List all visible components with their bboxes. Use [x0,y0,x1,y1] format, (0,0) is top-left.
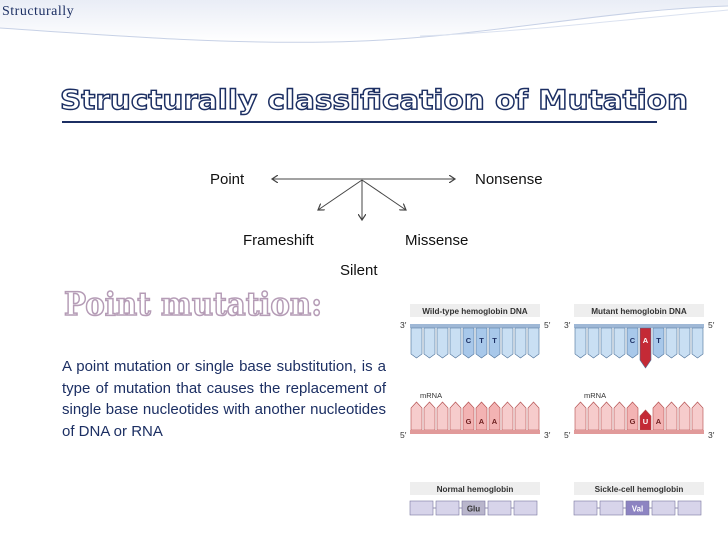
dna-base: C [466,336,472,345]
dna-base: T [479,336,484,345]
dna-base: C [630,336,636,345]
class-frameshift: Frameshift [243,232,314,249]
main-title-text: Structurally classification of Mutation [60,85,688,116]
mrna-base: G [630,417,636,426]
dna-base: A [643,336,649,345]
arrow-to-frameshift [318,179,363,210]
main-title: Structurally classification of Mutation [60,84,689,116]
mrna-label: mRNA [584,391,606,400]
class-missense: Missense [405,232,469,249]
val-amino-acid: Val [632,505,644,514]
dna-5prime: 5′ [544,320,551,330]
mrna-base: A [492,417,498,426]
mrna-3prime: 3′ [708,430,715,440]
mrna-base: A [479,417,485,426]
corner-title: Structurally [2,4,75,19]
mrna-label: mRNA [420,391,442,400]
wild-dna-title: Wild-type hemoglobin DNA [422,307,528,316]
header-band [0,0,728,43]
mrna-3prime: 3′ [544,430,551,440]
point-mutation-description: A point mutation or single base substitu… [62,358,386,440]
mutant-dna-title: Mutant hemoglobin DNA [591,307,687,316]
arrow-to-missense [361,179,406,210]
mrna-base: U [643,417,648,426]
dna-base: T [492,336,497,345]
mrna-base: G [466,417,472,426]
class-nonsense: Nonsense [475,171,543,188]
mrna-5prime: 5′ [400,430,407,440]
dna-5prime: 5′ [708,320,715,330]
class-point: Point [210,171,245,188]
dna-base: T [656,336,661,345]
glu-amino-acid: Glu [467,505,480,514]
dna-3prime: 3′ [400,320,407,330]
class-silent: Silent [340,262,378,279]
mrna-base: A [656,417,662,426]
sickle-hemoglobin-label: Sickle-cell hemoglobin [595,485,684,494]
normal-hemoglobin-label: Normal hemoglobin [437,485,514,494]
dna-3prime: 3′ [564,320,571,330]
classification-arrows [0,0,728,300]
section-heading: Point mutation: [63,284,323,324]
title-underline [62,121,657,123]
section-heading-text: Point mutation: [64,285,322,323]
mrna-5prime: 5′ [564,430,571,440]
